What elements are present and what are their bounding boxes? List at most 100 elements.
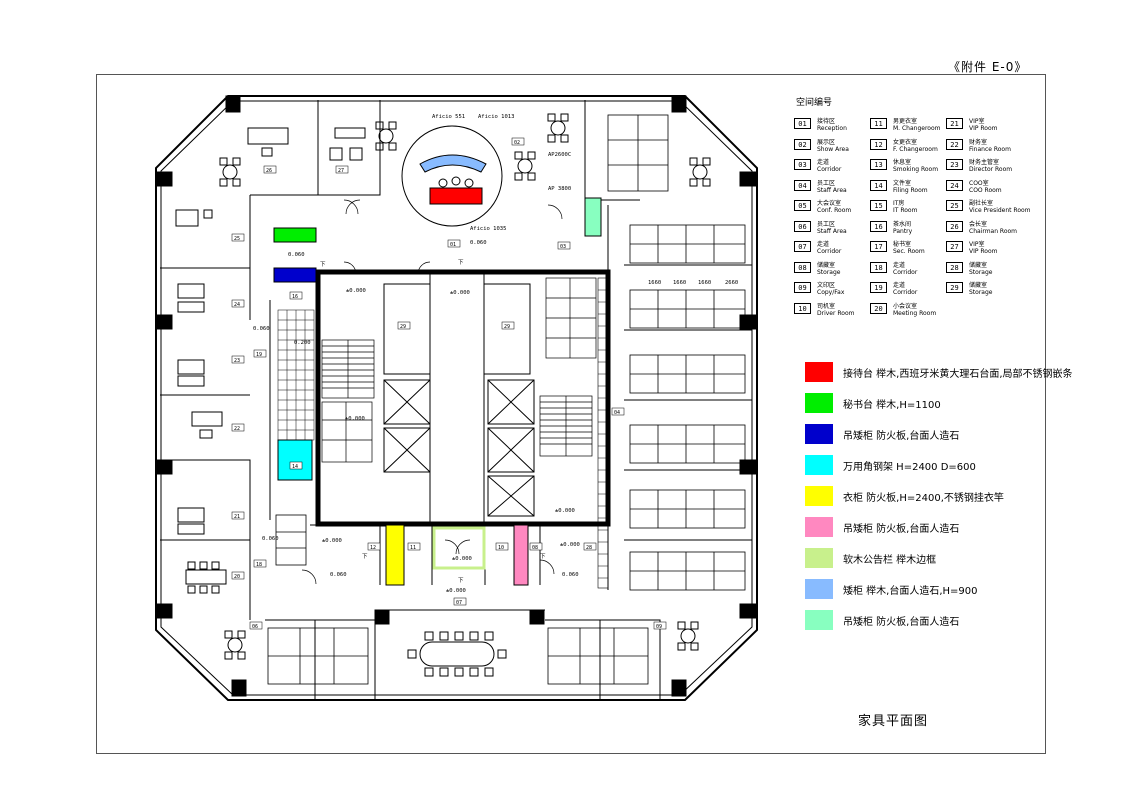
dim-label: 1660 [648, 280, 661, 286]
space-name-cn: 茶水间 [893, 220, 912, 228]
color-swatch [805, 517, 833, 537]
space-number: 12 [870, 138, 887, 150]
space-name-en: Corridor [817, 166, 842, 173]
space-name-en: Storage [969, 289, 993, 296]
color-legend-item: 接待台 榉木,西班牙米黄大理石台面,局部不锈钢嵌条 [805, 362, 1073, 382]
space-name-en: Corridor [817, 248, 842, 255]
color-legend-text: 吊矮柜 防火板,台面人造石 [843, 616, 960, 628]
space-number: 19 [870, 282, 887, 293]
color-legend-item: 吊矮柜 防火板,台面人造石 [805, 517, 959, 537]
color-legend-item: 软木公告栏 榉木边框 [805, 548, 936, 568]
space-name-cn: 财务室 [969, 138, 988, 146]
workstations [267, 114, 746, 685]
space-name-en: Director Room [969, 166, 1013, 173]
executive-desks [175, 127, 366, 535]
level-label: 0.200 [294, 340, 311, 346]
space-name-en: Storage [969, 268, 993, 276]
color-legend-item: 万用角钢架 H=2400 D=600 [805, 455, 976, 475]
svg-text:27: 27 [338, 168, 344, 174]
steel-shelf [277, 439, 313, 481]
space-name-cn: COO室 [969, 179, 989, 187]
space-name-cn: 员工区 [817, 220, 836, 228]
space-number: 09 [794, 282, 811, 293]
space-name-cn: 女更衣室 [893, 138, 918, 146]
color-swatch [805, 424, 833, 444]
svg-text:26: 26 [266, 168, 272, 174]
color-legend-text: 万用角钢架 H=2400 D=600 [843, 461, 976, 473]
svg-text:22: 22 [234, 426, 240, 432]
space-number: 18 [870, 261, 887, 273]
plan-title: 家具平面图 [858, 714, 929, 729]
space-number: 07 [794, 241, 811, 252]
space-number: 24 [946, 179, 963, 191]
svg-text:02: 02 [514, 140, 520, 146]
low-cabinet-pink [513, 524, 529, 586]
partition [380, 609, 545, 701]
level-label: ±0.000 [446, 588, 466, 594]
space-number: 21 [946, 118, 963, 129]
space-name-cn: 文件室 [893, 179, 912, 187]
svg-text:29: 29 [504, 324, 510, 330]
column [739, 459, 757, 475]
svg-text:28: 28 [586, 545, 592, 551]
space-number: 17 [870, 241, 887, 252]
space-name-cn: VIP室 [969, 118, 985, 125]
svg-text:08: 08 [532, 545, 538, 551]
dim-label: 2660 [725, 280, 738, 286]
reception-desk-arc [419, 154, 487, 173]
space-name-en: Vice President Room [969, 207, 1031, 214]
lifts [383, 379, 535, 517]
column [155, 459, 173, 475]
space-number: 04 [794, 179, 811, 191]
partition [265, 619, 661, 700]
level-label: ±0.000 [560, 542, 580, 548]
svg-text:03: 03 [560, 244, 566, 250]
space-name-cn: 展示区 [817, 138, 836, 146]
level-label: ±0.000 [346, 288, 366, 294]
color-legend-item: 吊矮柜 防火板,台面人造石 [805, 610, 959, 630]
space-name-en: VIP Room [969, 248, 998, 255]
color-legend-text: 秘书台 榉木,H=1100 [843, 399, 941, 411]
ap-label: AP 3800 [548, 186, 571, 192]
space-number: 22 [946, 138, 963, 150]
space-number: 11 [870, 118, 887, 129]
svg-text:10: 10 [498, 545, 504, 551]
svg-text:06: 06 [252, 624, 258, 630]
column [739, 171, 757, 187]
level-label: ±0.000 [555, 508, 575, 514]
space-number: 29 [946, 282, 963, 293]
space-name-cn: VIP室 [969, 241, 985, 248]
space-name-cn: 走道 [817, 241, 830, 248]
column [671, 95, 687, 113]
column [739, 603, 757, 619]
space-number: 01 [794, 118, 811, 129]
meeting-table [185, 569, 227, 585]
level-label: ±0.000 [322, 538, 342, 544]
space-name-cn: 小会议室 [893, 302, 918, 310]
space-name-en: IT Room [893, 207, 918, 214]
space-name-en: M. Changeroom [893, 125, 941, 132]
color-swatch [805, 455, 833, 475]
dim-label: 1660 [673, 280, 686, 286]
level-label: 0.060 [562, 572, 579, 578]
column [155, 171, 173, 187]
space-name-cn: 会长室 [969, 220, 988, 228]
space-name-en: Staff Area [817, 186, 847, 194]
